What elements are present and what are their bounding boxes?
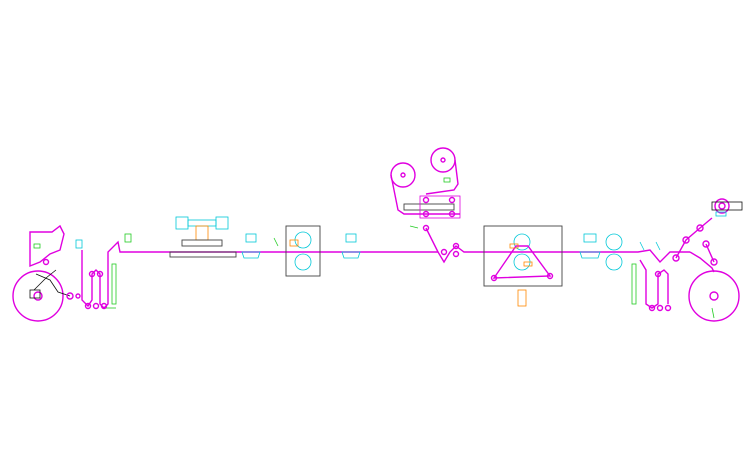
unwind-dancer — [29, 224, 83, 300]
cooling-rollers — [579, 233, 623, 271]
unwind-reel — [12, 270, 64, 322]
infeed-accumulator — [81, 233, 132, 310]
lamination-unwind-reels — [390, 147, 461, 258]
guide-roller-2 — [341, 233, 361, 259]
main-web-path — [107, 240, 690, 274]
coating-station — [169, 216, 237, 258]
rewind-tension-arm — [672, 198, 743, 266]
outfeed-accumulator — [631, 241, 672, 312]
guide-roller-1 — [241, 233, 279, 259]
rewind-reel — [688, 251, 740, 322]
laminating-station — [483, 225, 563, 307]
nip-roller-unit — [285, 225, 321, 277]
